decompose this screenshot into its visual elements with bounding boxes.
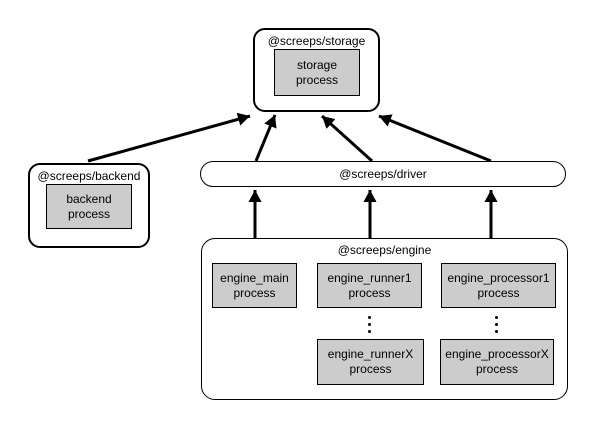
node-backend: @screeps/backend backend process [28,163,150,248]
storage-process-box: storage process [274,49,360,96]
engine-processor1-process-box: engine_processor1 process [441,263,556,308]
node-storage: @screeps/storage storage process [253,28,380,112]
edge-driver-storage-2 [320,114,374,163]
backend-process-box: backend process [46,184,132,229]
storage-title: @screeps/storage [267,34,366,48]
engine-processorX-process-box: engine_processorX process [440,339,554,385]
edge-backend-storage [87,112,251,163]
node-engine: @screeps/engine engine_main process engi… [201,238,568,400]
engine-runnerX-process-box: engine_runnerX process [317,339,424,385]
driver-title: @screeps/driver [339,167,427,181]
node-driver: @screeps/driver [200,161,566,187]
vertical-ellipsis-icon [367,316,371,333]
engine-runner1-process-box: engine_runner1 process [317,263,422,308]
vertical-ellipsis-icon [494,316,498,333]
backend-title: @screeps/backend [37,169,141,183]
engine-title: @screeps/engine [337,243,432,257]
edge-driver-storage-3 [378,114,492,163]
engine-main-process-box: engine_main process [212,263,297,308]
edge-driver-storage-1 [254,114,277,162]
